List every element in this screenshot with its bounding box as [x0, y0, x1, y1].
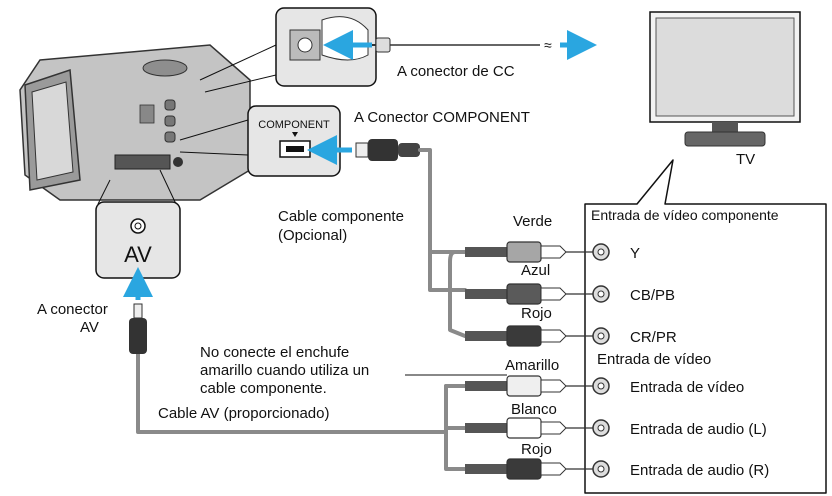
dc-connector-label: A conector de CC	[397, 63, 515, 80]
rca-plug-yellow	[465, 375, 567, 397]
component-cable-plug	[355, 139, 420, 161]
rca-plug-blue	[465, 283, 567, 305]
component-cable-label-line2: (Opcional)	[278, 227, 347, 244]
rca-plug-white	[465, 417, 567, 439]
rca-plug-red-audio	[465, 458, 567, 480]
component-cable-wires	[418, 148, 467, 338]
av-cable-label: Cable AV (proporcionado)	[158, 405, 330, 422]
input-audio-r-label: Entrada de audio (R)	[630, 462, 769, 479]
av-connector-label-line1: A conector	[37, 301, 108, 318]
av-connector-label-line2: AV	[80, 319, 99, 336]
input-video-label: Entrada de vídeo	[630, 379, 744, 396]
av-connector-callout	[95, 169, 181, 279]
camcorder-illustration	[19, 44, 251, 201]
plug-yellow-label: Amarillo	[505, 357, 559, 374]
input-cb-label: CB/PB	[630, 287, 675, 304]
plug-red-audio-label: Rojo	[521, 441, 552, 458]
tv-input-panel	[584, 159, 827, 494]
svg-text:≈: ≈	[544, 37, 552, 53]
jack-connector-lines	[566, 251, 593, 470]
rca-plug-green	[465, 241, 567, 263]
warning-line2: amarillo cuando utiliza un	[200, 362, 369, 379]
component-port-label: COMPONENT	[258, 119, 330, 131]
component-cable-label-line1: Cable componente	[278, 208, 404, 225]
tv-illustration	[649, 11, 801, 147]
rca-plug-red-component	[465, 325, 567, 347]
component-connector-label: A Conector COMPONENT	[354, 109, 530, 126]
av-port-label: AV	[124, 242, 152, 267]
video-input-title: Entrada de vídeo	[597, 351, 711, 368]
warning-line1: No conecte el enchufe	[200, 344, 349, 361]
plug-white-label: Blanco	[511, 401, 557, 418]
input-y-label: Y	[630, 245, 640, 262]
input-cr-label: CR/PR	[630, 329, 677, 346]
input-jack-icons	[592, 243, 610, 478]
av-cable-plug	[129, 303, 147, 354]
dc-cable: ≈	[375, 37, 552, 53]
input-audio-l-label: Entrada de audio (L)	[630, 421, 767, 438]
warning-line3: cable componente.	[200, 380, 327, 397]
component-input-title: Entrada de vídeo componente	[591, 207, 779, 223]
av-cable-wires	[136, 350, 467, 471]
plug-red-component-label: Rojo	[521, 305, 552, 322]
plug-green-label: Verde	[513, 213, 552, 230]
tv-label: TV	[736, 151, 755, 168]
plug-blue-label: Azul	[521, 262, 550, 279]
